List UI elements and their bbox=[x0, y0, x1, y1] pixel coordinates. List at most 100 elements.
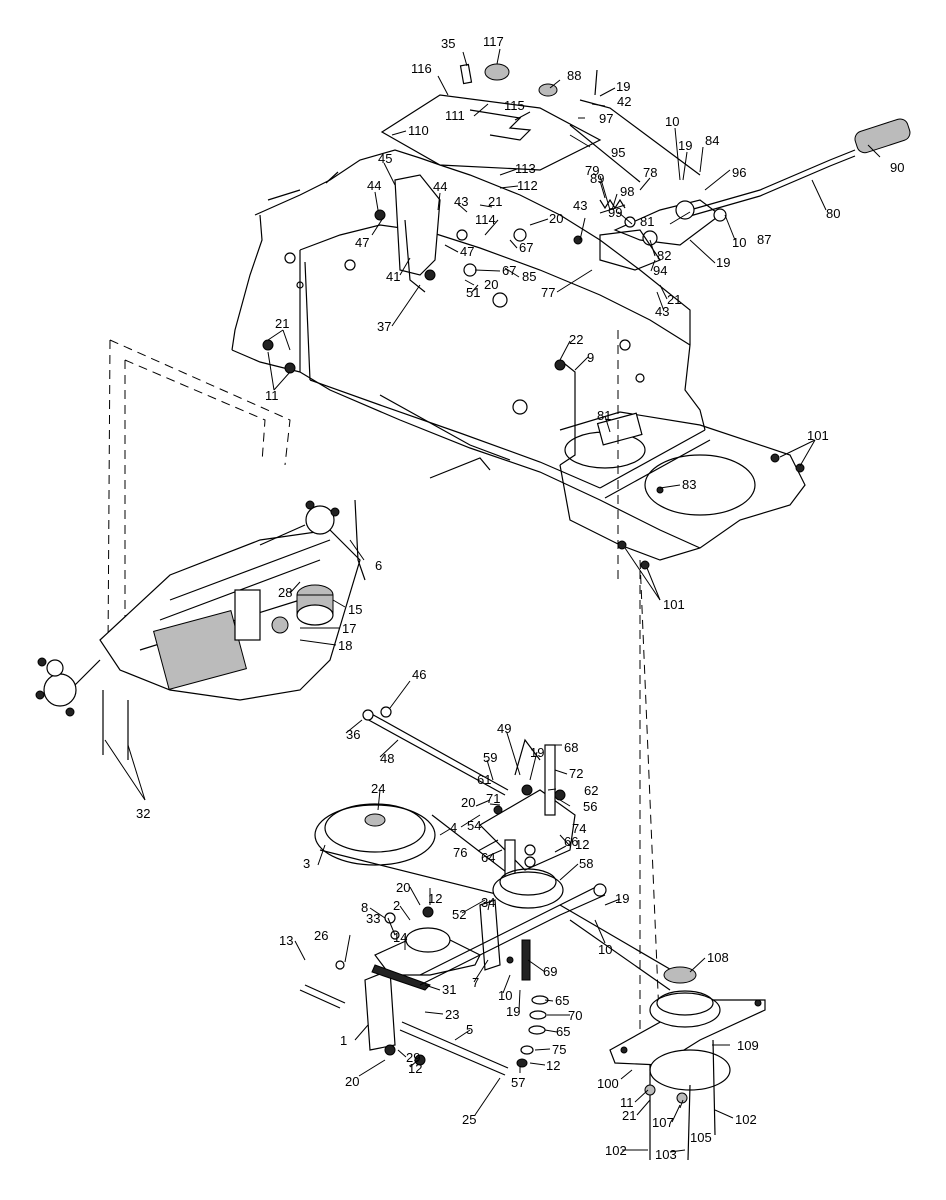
callout-35: 35 bbox=[441, 36, 455, 51]
callout-109: 109 bbox=[737, 1038, 759, 1053]
callout-59: 59 bbox=[483, 750, 497, 765]
callout-32: 32 bbox=[136, 806, 150, 821]
callout-48: 48 bbox=[380, 751, 394, 766]
callout-20: 20 bbox=[396, 880, 410, 895]
callout-34: 34 bbox=[481, 895, 495, 910]
callout-23: 23 bbox=[445, 1007, 459, 1022]
callout-57: 57 bbox=[511, 1075, 525, 1090]
callout-44: 44 bbox=[367, 178, 381, 193]
callout-18: 18 bbox=[338, 638, 352, 653]
callout-19: 19 bbox=[615, 891, 629, 906]
callout-89: 89 bbox=[590, 171, 604, 186]
callout-19: 19 bbox=[678, 138, 692, 153]
callout-69: 69 bbox=[543, 964, 557, 979]
callout-17: 17 bbox=[342, 621, 356, 636]
callout-84: 84 bbox=[705, 133, 719, 148]
callout-72: 72 bbox=[569, 766, 583, 781]
callout-43: 43 bbox=[573, 198, 587, 213]
callout-21: 21 bbox=[488, 194, 502, 209]
callout-114: 114 bbox=[475, 212, 496, 227]
callout-116: 116 bbox=[411, 61, 432, 76]
callout-10: 10 bbox=[665, 114, 679, 129]
callout-5: 5 bbox=[466, 1022, 473, 1037]
callout-12: 12 bbox=[428, 891, 442, 906]
callout-43: 43 bbox=[655, 304, 669, 319]
callout-20: 20 bbox=[345, 1074, 359, 1089]
callout-19: 19 bbox=[616, 79, 630, 94]
callout-62: 62 bbox=[584, 783, 598, 798]
callout-22: 22 bbox=[569, 332, 583, 347]
callout-52: 52 bbox=[452, 907, 466, 922]
callout-12: 12 bbox=[575, 837, 589, 852]
callout-43: 43 bbox=[454, 194, 468, 209]
callout-83: 83 bbox=[682, 477, 696, 492]
callout-25: 25 bbox=[462, 1112, 476, 1127]
callout-88: 88 bbox=[567, 68, 581, 83]
callout-19: 19 bbox=[506, 1004, 520, 1019]
callout-101: 101 bbox=[807, 428, 829, 443]
callout-67: 67 bbox=[502, 263, 516, 278]
callout-1: 1 bbox=[340, 1033, 347, 1048]
chassis-frame bbox=[231, 149, 806, 561]
callout-77: 77 bbox=[541, 285, 555, 300]
callout-66: 66 bbox=[564, 834, 578, 849]
callout-74: 74 bbox=[572, 821, 586, 836]
callout-26: 26 bbox=[314, 928, 328, 943]
callout-90: 90 bbox=[890, 160, 904, 175]
callout-20: 20 bbox=[549, 211, 563, 226]
callout-107: 107 bbox=[652, 1115, 674, 1130]
callout-68: 68 bbox=[564, 740, 578, 755]
callout-97: 97 bbox=[599, 111, 613, 126]
callout-20: 20 bbox=[461, 795, 475, 810]
callout-67: 67 bbox=[519, 240, 533, 255]
lower-drive-assembly bbox=[299, 706, 766, 1161]
seat-plate-and-controls bbox=[262, 63, 911, 570]
callout-111: 111 bbox=[445, 108, 465, 123]
callout-7: 7 bbox=[472, 975, 479, 990]
callout-47: 47 bbox=[355, 235, 369, 250]
callout-12: 12 bbox=[408, 1061, 422, 1076]
callout-96: 96 bbox=[732, 165, 746, 180]
callout-78: 78 bbox=[643, 165, 657, 180]
callout-58: 58 bbox=[579, 856, 593, 871]
callout-85: 85 bbox=[522, 269, 536, 284]
callout-101: 101 bbox=[663, 597, 685, 612]
transaxle-assembly bbox=[35, 499, 366, 760]
callout-70: 70 bbox=[568, 1008, 582, 1023]
callout-29: 29 bbox=[406, 1050, 420, 1065]
callout-21: 21 bbox=[667, 292, 681, 307]
callout-98: 98 bbox=[620, 184, 634, 199]
callout-15: 15 bbox=[348, 602, 362, 617]
callout-11: 11 bbox=[620, 1095, 634, 1110]
callout-6: 6 bbox=[375, 558, 382, 573]
callout-65: 65 bbox=[556, 1024, 570, 1039]
callout-13: 13 bbox=[279, 933, 293, 948]
callout-33: 33 bbox=[366, 911, 380, 926]
callout-102: 102 bbox=[735, 1112, 757, 1127]
callout-46: 46 bbox=[412, 667, 426, 682]
callout-113: 113 bbox=[515, 161, 536, 176]
callout-99: 99 bbox=[608, 205, 622, 220]
callout-65: 65 bbox=[555, 993, 569, 1008]
callout-10: 10 bbox=[598, 942, 612, 957]
callout-81: 81 bbox=[597, 408, 611, 423]
callout-110: 110 bbox=[408, 123, 429, 138]
callout-2: 2 bbox=[393, 898, 400, 913]
callout-76: 76 bbox=[453, 845, 467, 860]
callout-20: 20 bbox=[484, 277, 498, 292]
callout-94: 94 bbox=[653, 263, 667, 278]
callout-19: 19 bbox=[716, 255, 730, 270]
callout-42: 42 bbox=[617, 94, 631, 109]
callout-100: 100 bbox=[597, 1076, 619, 1091]
callout-4: 4 bbox=[450, 820, 457, 835]
callout-95: 95 bbox=[611, 145, 625, 160]
callout-112: 112 bbox=[517, 178, 538, 193]
callout-82: 82 bbox=[657, 248, 671, 263]
callout-87: 87 bbox=[757, 232, 771, 247]
callout-9: 9 bbox=[587, 350, 594, 365]
callout-labels: 35 117 116 88 19 42 111 115 97 110 10 84… bbox=[136, 34, 904, 1162]
callout-61: 61 bbox=[477, 772, 491, 787]
assembly-guide-lines bbox=[107, 330, 661, 1041]
callout-75: 75 bbox=[552, 1042, 566, 1057]
